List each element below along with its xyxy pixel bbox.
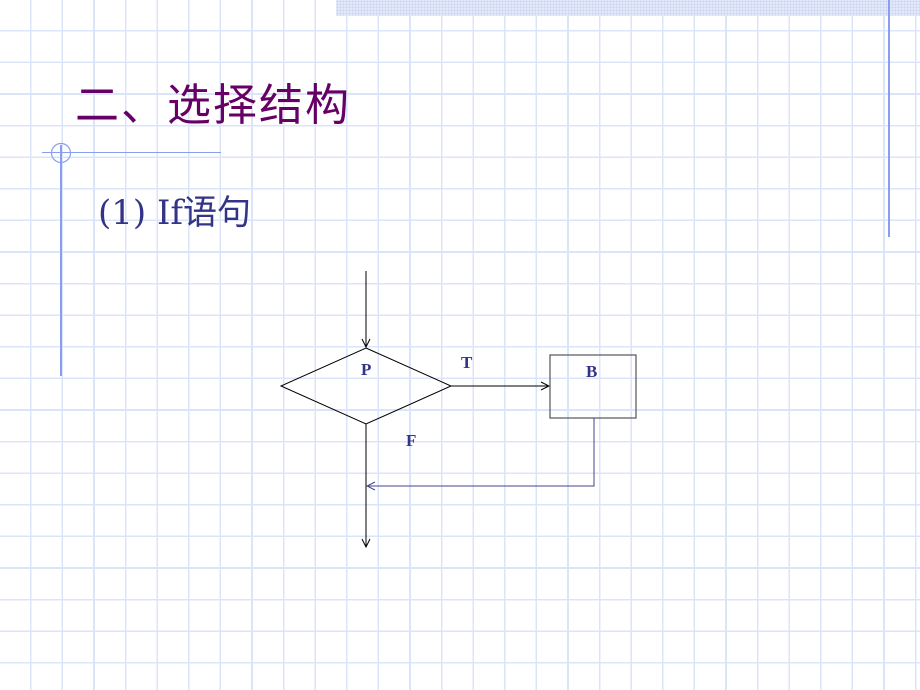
left-vertical-accent-line bbox=[60, 145, 62, 376]
false-label: F bbox=[406, 431, 416, 450]
decision-label: P bbox=[361, 360, 371, 379]
process-box-b bbox=[549, 354, 637, 419]
return-path-arrow bbox=[367, 418, 595, 486]
true-label: T bbox=[461, 353, 473, 372]
title-underline-accent bbox=[42, 152, 221, 153]
slide-subtitle: (1) If语句 bbox=[98, 193, 251, 233]
circle-accent-icon bbox=[50, 142, 72, 164]
top-decorative-band bbox=[336, 0, 920, 16]
process-label: B bbox=[586, 362, 597, 381]
right-vertical-accent-line bbox=[888, 0, 890, 237]
slide-title: 二、选择结构 bbox=[75, 80, 351, 131]
